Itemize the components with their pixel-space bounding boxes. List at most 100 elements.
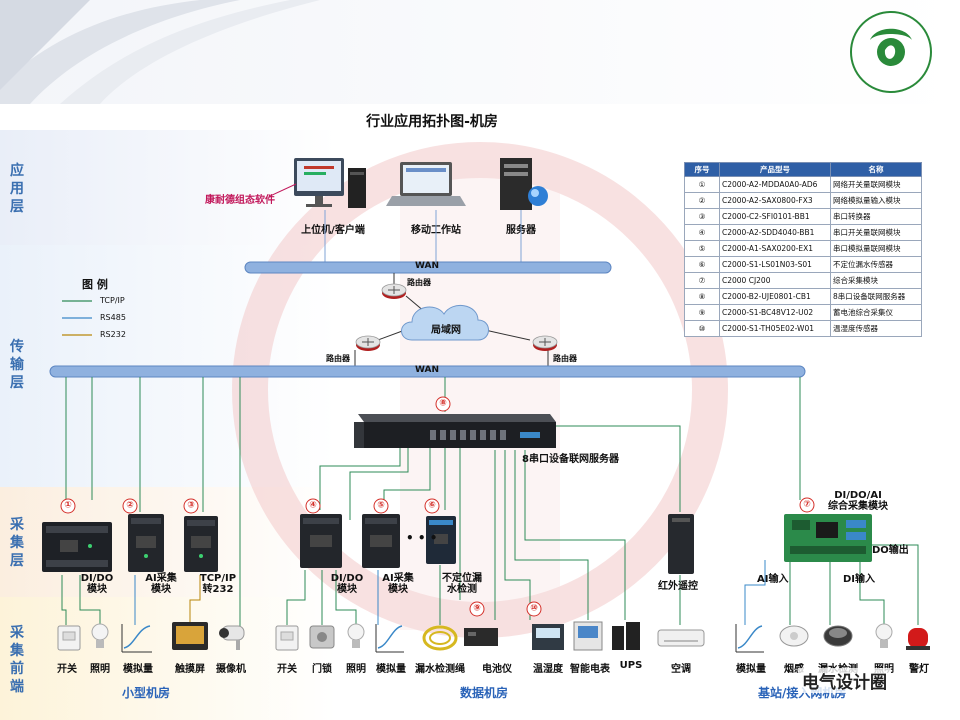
front-data-lighting-label: 照明	[346, 664, 366, 675]
smoke-detector-icon	[779, 625, 809, 647]
table-header-model: 产品型号	[719, 162, 831, 177]
page-title: 行业应用拓扑图-机房	[366, 114, 498, 130]
bulb-icon-3	[875, 623, 893, 648]
layer-label-front-end: 采集前端	[10, 625, 24, 695]
front-small-switch-label: 开关	[57, 664, 77, 675]
router-left-label: 路由器	[326, 354, 350, 363]
router-top-icon	[381, 283, 407, 299]
ups-icon	[612, 622, 640, 650]
marker-10: ⑩	[526, 601, 542, 617]
front-data-temphumid-label: 温湿度	[533, 664, 563, 675]
table-cell-model: C2000-A2-SDD4040-BB1	[719, 224, 831, 241]
analog-curve-icon-2	[375, 624, 404, 653]
module-4-icon	[300, 514, 342, 568]
table-cell-name: 串口模拟量联网模块	[830, 240, 922, 257]
leak-detector-icon	[823, 625, 853, 647]
table-cell-model: C2000-B2-UJE0801-CB1	[719, 288, 831, 305]
software-label: 康耐德组态软件	[205, 195, 275, 206]
logo	[836, 10, 946, 95]
front-small-analog-label: 模拟量	[123, 664, 153, 675]
front-data-meter-label: 智能电表	[570, 664, 610, 675]
table-cell-name: 温湿度传感器	[830, 320, 922, 337]
touchscreen-icon	[172, 622, 208, 650]
lan-cloud-icon	[401, 305, 489, 341]
table-header-row: 序号 产品型号 名称	[684, 162, 922, 177]
legend-title: 图 例	[82, 278, 108, 291]
air-conditioner-icon	[657, 629, 705, 647]
di-input-label: DI输入	[843, 574, 876, 585]
module-2-label: AI采集 模块	[145, 573, 177, 595]
front-data-leak-rope-label: 漏水检测绳	[415, 664, 465, 675]
front-base-analog-label: 模拟量	[736, 664, 766, 675]
front-small-lighting-label: 照明	[90, 664, 110, 675]
legend-rs232: RS232	[100, 330, 126, 339]
module-1-icon	[42, 522, 112, 572]
marker-6: ⑥	[424, 498, 440, 514]
group-small-room: 小型机房	[122, 686, 171, 700]
table-cell-name: 不定位漏水传感器	[830, 256, 922, 273]
server-icon	[500, 158, 548, 210]
marker-3: ③	[183, 498, 199, 514]
legend-rs485: RS485	[100, 313, 126, 322]
ir-remote-label: 红外遥控	[658, 581, 698, 592]
laptop-icon	[386, 162, 466, 206]
front-data-lock-label: 门锁	[312, 664, 332, 675]
router-right-label: 路由器	[553, 354, 577, 363]
table-header-name: 名称	[830, 162, 922, 177]
table-cell-name: 网络开关量联网模块	[830, 176, 922, 193]
leak-rope-icon	[422, 625, 458, 651]
table-cell-name: 网络模拟量输入模块	[830, 192, 922, 209]
router-left-icon	[355, 335, 381, 351]
temp-humidity-icon	[532, 624, 564, 650]
do-output-label: DO输出	[872, 545, 909, 556]
table-cell-name: 串口转换器	[830, 208, 922, 225]
layer-label-collection: 采集层	[10, 517, 24, 569]
serial-server-device-icon	[354, 414, 556, 448]
desktop-pc-icon	[294, 158, 366, 208]
band-top-gap	[0, 104, 960, 116]
layer-label-application: 应用层	[10, 163, 24, 215]
table-cell-model: C2000-A2-SAX0800-FX3	[719, 192, 831, 209]
marker-1: ①	[60, 498, 76, 514]
front-data-battery-label: 电池仪	[482, 664, 512, 675]
switch-icon	[57, 625, 81, 651]
module-3-label: TCP/IP 转232	[199, 573, 237, 595]
smart-meter-icon	[573, 621, 603, 651]
table-cell-model: C2000-A1-SAX0200-EX1	[719, 240, 831, 257]
legend-tcpip: TCP/IP	[100, 296, 125, 305]
bulb-icon	[91, 623, 109, 648]
front-base-warning-light-label: 警灯	[909, 664, 929, 675]
table-cell-model: C2000-C2-SFI0101-BB1	[719, 208, 831, 225]
table-cell-model: C2000-S1-TH05E02-W01	[719, 320, 831, 337]
router-top-label: 路由器	[407, 278, 431, 287]
marker-9: ⑨	[469, 601, 485, 617]
front-small-camera-label: 摄像机	[216, 664, 246, 675]
table-cell-index: ⑨	[684, 304, 720, 321]
module-5-label: AI采集 模块	[382, 573, 414, 595]
camera-icon	[219, 625, 245, 650]
marker-2: ②	[122, 498, 138, 514]
door-lock-icon	[309, 625, 335, 649]
front-base-smoke-label: 烟感	[784, 664, 804, 675]
app-devices-graphics	[294, 158, 548, 210]
marker-7: ⑦	[799, 497, 815, 513]
front-data-analog-label: 模拟量	[376, 664, 406, 675]
module-6-label: 不定位漏 水检测	[442, 573, 482, 595]
serial-server-label: 8串口设备联网服务器	[522, 454, 619, 465]
battery-meter-icon	[464, 628, 498, 646]
module-4-label: DI/DO 模块	[330, 573, 364, 595]
warning-light-icon	[906, 628, 930, 650]
table-cell-name: 蓄电池综合采集仪	[830, 304, 922, 321]
switch-icon-2	[275, 625, 299, 651]
table-cell-index: ⑩	[684, 320, 720, 337]
